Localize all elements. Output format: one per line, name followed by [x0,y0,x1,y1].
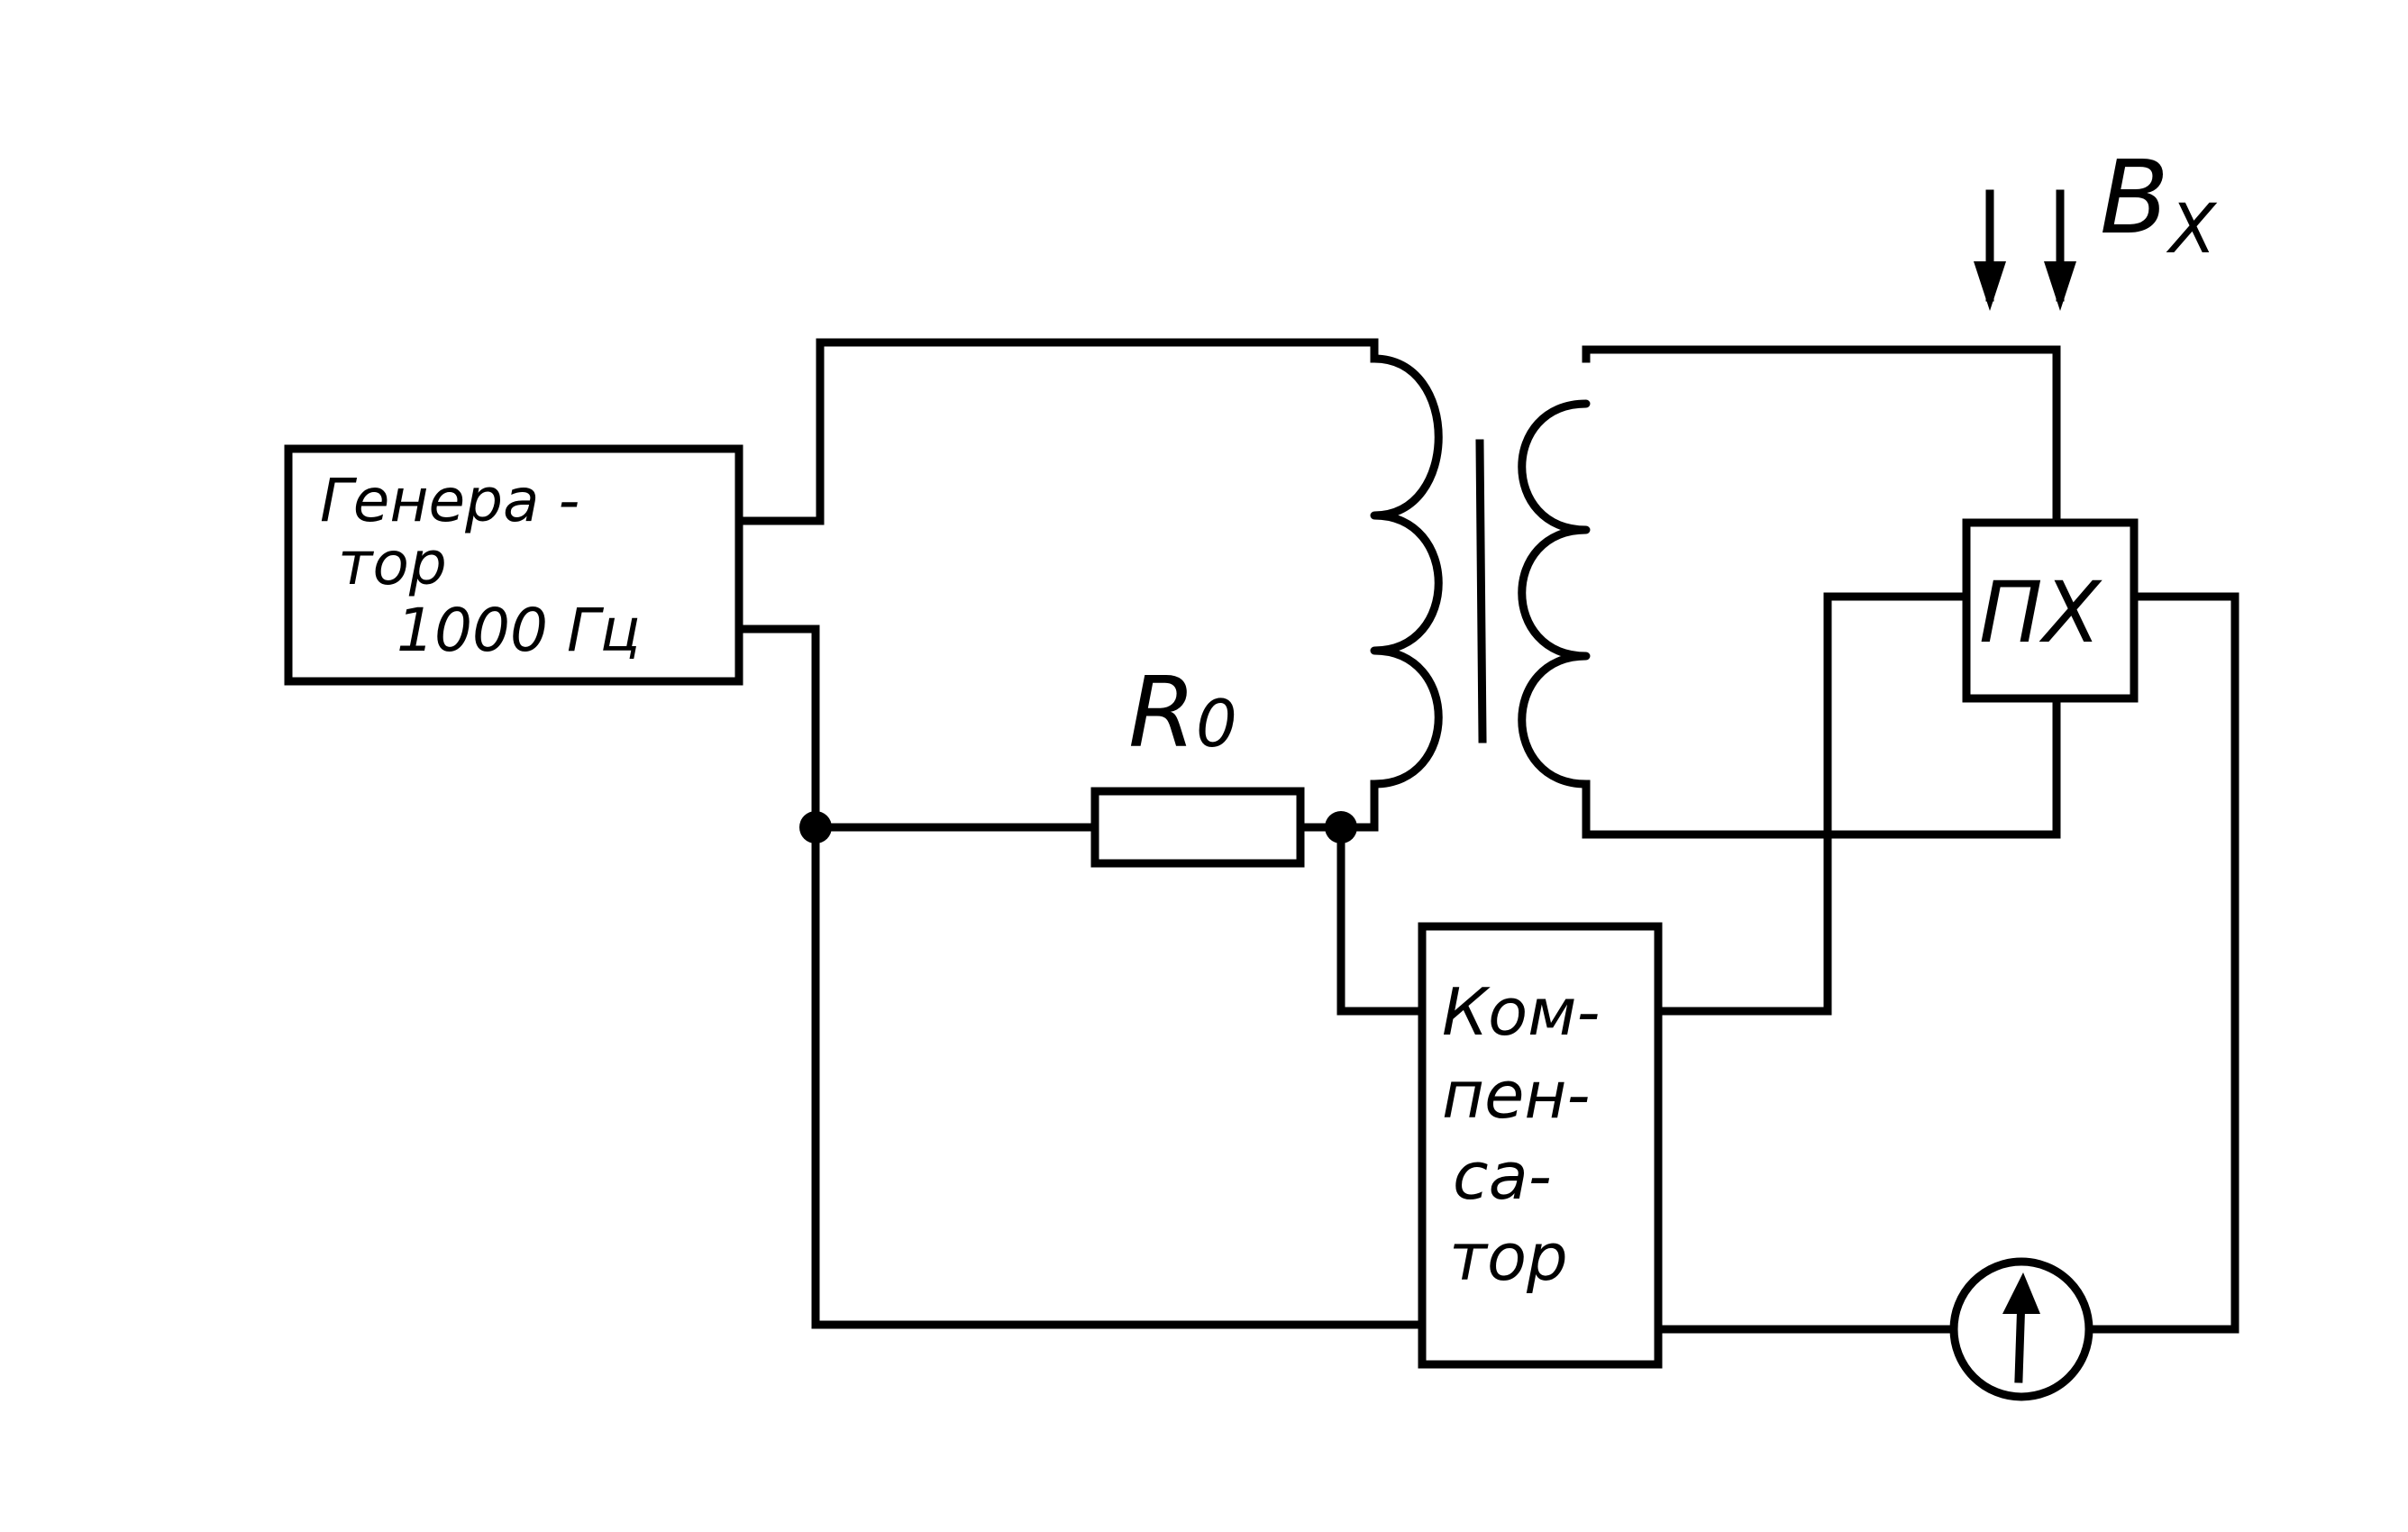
wire-compensator-px [1654,592,1971,1016]
meter-needle-head [2002,1272,2040,1314]
compensator-box [1418,922,1663,1369]
generator-label-line3: 1000 Гц [397,596,641,665]
primary-winding [1370,354,1443,789]
wire-junction-compensator [1336,823,1427,1016]
transformer [1370,354,1591,789]
px-label: ПХ [1979,564,2103,662]
field-arrow-1-head [1974,261,2006,311]
galvanometer-icon [1949,1257,2093,1401]
compensator-block: Ком- пен- са- тор [1418,922,1663,1369]
wire-secondary-top [1582,345,2061,527]
wire-gen-bottom [734,625,820,832]
compensator-label-line3: са- [1453,1138,1552,1214]
transformer-core [1475,439,1487,743]
field-label: BX [2100,140,2218,269]
wire-secondary-bottom [1582,694,2061,839]
px-box [1962,518,2139,703]
generator-box [284,444,743,686]
resistor-r0 [1090,787,1305,868]
generator-block: Генера - тор 1000 Гц [284,444,743,686]
px-block: ПХ [1962,518,2139,703]
field-arrow-2-head [2044,261,2076,311]
resistor-label: R0 [1128,657,1237,770]
wire-left-bottom-loop [811,823,1427,1329]
junction-right [1325,811,1357,844]
compensator-label-line2: пен- [1442,1057,1590,1133]
magnetic-field-indicator: BX [1974,140,2218,311]
wire-gen-top [734,338,1379,525]
secondary-winding [1518,399,1591,789]
compensator-label-line4: тор [1449,1219,1568,1295]
wire-px-meter [2084,592,2239,1334]
compensator-label-line1: Ком- [1442,974,1600,1050]
generator-label-line2: тор [338,529,447,598]
junction-left [799,811,832,844]
generator-label-line1: Генера - [320,466,579,535]
